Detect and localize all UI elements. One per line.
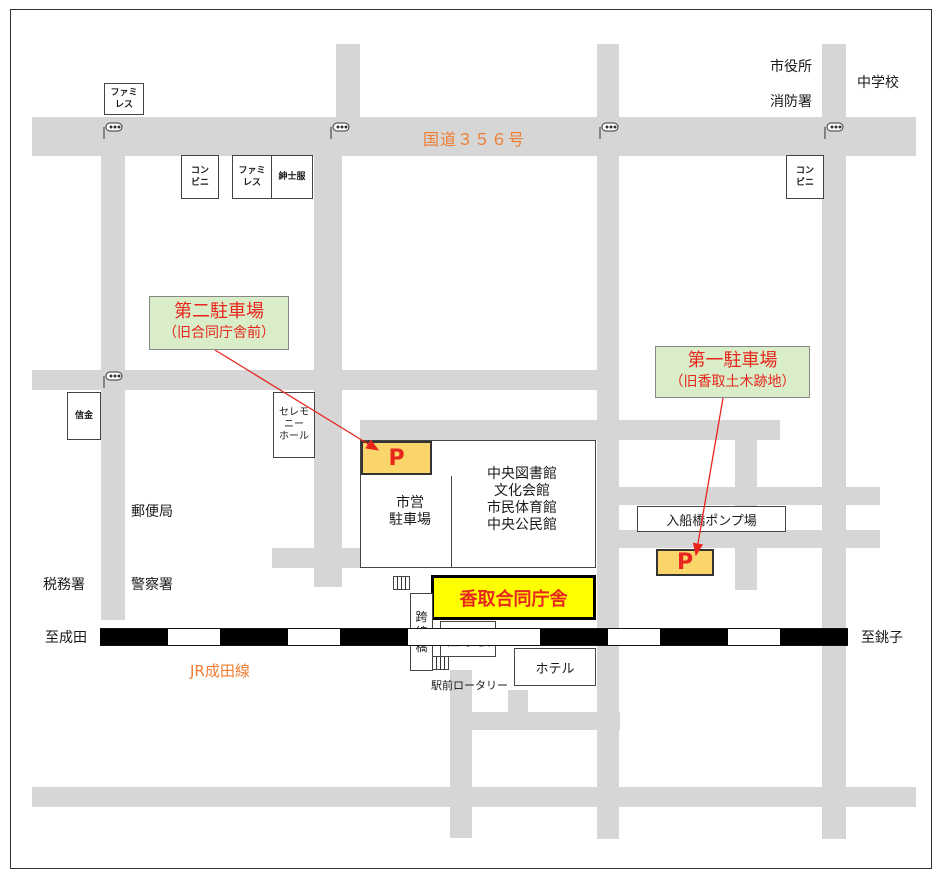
tailor-shop: 紳士服 <box>271 155 313 199</box>
road-vertical-3 <box>336 44 360 134</box>
fire-station-label: 消防署 <box>770 94 812 110</box>
rail-segment <box>220 629 288 645</box>
parking-2-callout: 第二駐車場 （旧合同庁舎前） <box>149 296 289 350</box>
rail-segment <box>660 629 728 645</box>
parking-2-title: 第二駐車場 <box>174 301 264 322</box>
map-frame <box>10 9 932 869</box>
middle-school-label: 中学校 <box>857 75 899 91</box>
road-route-356 <box>32 117 916 156</box>
rotary-label: 駅前ロータリー <box>431 679 508 692</box>
road-vertical-south-1 <box>450 670 472 838</box>
to-choshi-label: 至銚子 <box>848 626 916 648</box>
facilities-label: 中央図書館 文化会館 市民体育館 中央公民館 <box>487 466 557 533</box>
road-horizontal-block-top <box>360 420 780 440</box>
family-restaurant-south: ファミ レス <box>232 155 272 199</box>
road-vertical-south-2 <box>508 690 528 720</box>
to-narita-label: 至成田 <box>32 626 100 648</box>
family-restaurant-north: ファミ レス <box>104 83 144 115</box>
road-horizontal-south-east <box>450 712 620 730</box>
credit-union: 信金 <box>67 392 101 440</box>
parking-2-marker: P <box>361 441 432 475</box>
tax-office-label: 税務署 <box>43 577 85 593</box>
block-divider <box>451 476 452 568</box>
ceremony-hall: セレモ ニー ホール <box>273 392 315 458</box>
parking-1-callout: 第一駐車場 （旧香取土木跡地） <box>655 346 810 398</box>
hotel: ホテル <box>514 648 596 686</box>
pump-station-label: 入船橋ポンプ場 <box>666 513 757 529</box>
footbridge-steps-south <box>432 656 449 670</box>
rail-segment <box>100 629 168 645</box>
route-356-label: 国道３５６号 <box>423 130 526 149</box>
road-horizontal-bottom <box>32 787 916 807</box>
main-building: 香取合同庁舎 <box>431 575 596 620</box>
to-narita-text: 至成田 <box>45 630 87 646</box>
jr-line-label: JR成田線 <box>190 662 250 680</box>
footbridge-steps-north <box>393 576 410 590</box>
rail-segment <box>340 629 408 645</box>
rail-segment <box>780 629 848 645</box>
convenience-store-west: コン ビニ <box>181 155 219 199</box>
main-building-label: 香取合同庁舎 <box>459 588 568 610</box>
parking-1-subtitle: （旧香取土木跡地） <box>669 374 796 390</box>
city-hall-label: 市役所 <box>770 59 812 75</box>
road-vertical-6 <box>735 420 757 590</box>
parking-1-title: 第一駐車場 <box>687 350 778 371</box>
post-office-label: 郵便局 <box>131 504 173 520</box>
to-choshi-text: 至銚子 <box>861 630 903 646</box>
hotel-label: ホテル <box>535 661 575 677</box>
rail-segment <box>540 629 608 645</box>
pump-station: 入船橋ポンプ場 <box>637 506 786 532</box>
parking-2-subtitle: （旧合同庁舎前） <box>163 325 275 341</box>
convenience-store-east: コン ビニ <box>786 155 824 199</box>
municipal-parking-label: 市営 駐車場 <box>389 495 431 528</box>
road-vertical-2 <box>314 117 342 587</box>
police-label: 警察署 <box>131 577 173 593</box>
road-vertical-5 <box>822 44 846 839</box>
road-vertical-4 <box>597 44 619 839</box>
road-vertical-1 <box>101 117 125 620</box>
parking-1-marker: P <box>656 549 714 576</box>
